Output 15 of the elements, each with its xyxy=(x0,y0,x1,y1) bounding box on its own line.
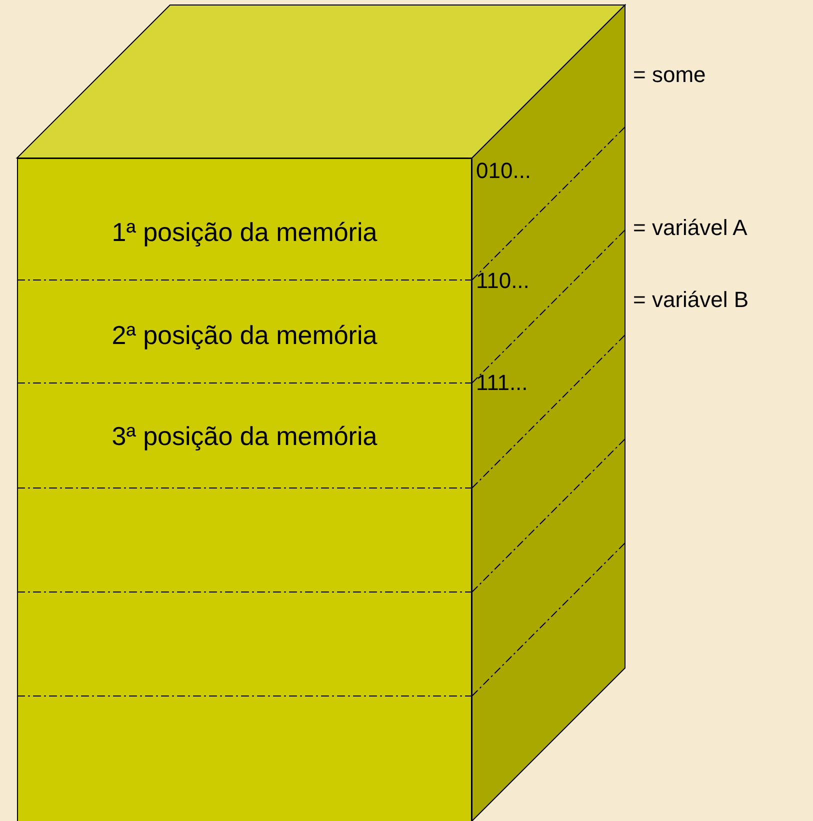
cell-label: 2ª posição da memória xyxy=(110,320,378,351)
legend-note: = some xyxy=(633,62,706,88)
empty-memory-cell xyxy=(17,488,472,592)
memory-cell xyxy=(17,383,472,488)
empty-memory-cell xyxy=(17,696,472,821)
legend-note: = variável B xyxy=(633,287,749,313)
cell-label: 1ª posição da memória xyxy=(110,217,378,248)
memory-cell xyxy=(17,280,472,383)
binary-address: 110... xyxy=(476,268,530,294)
binary-address: 010... xyxy=(476,158,532,184)
empty-memory-cell xyxy=(17,592,472,696)
cell-label: 3ª posição da memória xyxy=(110,421,378,452)
memory-cell xyxy=(17,158,472,280)
legend-note: = variável A xyxy=(633,215,748,241)
binary-address: 111... xyxy=(476,370,528,396)
